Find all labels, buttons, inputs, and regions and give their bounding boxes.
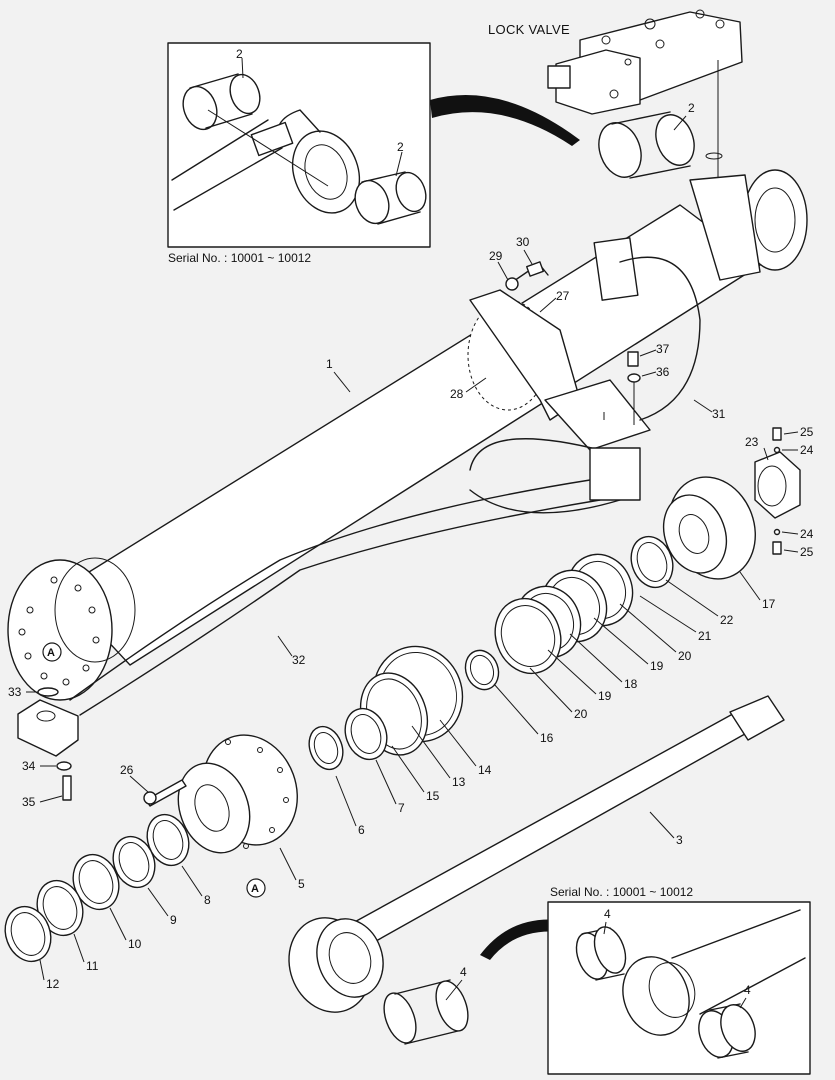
callout-4a: 4 bbox=[460, 965, 467, 979]
callout-21: 21 bbox=[698, 629, 712, 643]
callout-2b: 2 bbox=[397, 140, 404, 154]
lock-valve-title: LOCK VALVE bbox=[488, 22, 570, 37]
callout-8: 8 bbox=[204, 893, 211, 907]
callout-31: 31 bbox=[712, 407, 726, 421]
callout-37: 37 bbox=[656, 342, 670, 356]
callout-22: 22 bbox=[720, 613, 734, 627]
callout-24a: 24 bbox=[800, 443, 814, 457]
cylinder-tube: 2 A 1 bbox=[7, 101, 808, 701]
callout-13: 13 bbox=[452, 775, 466, 789]
callout-28: 28 bbox=[450, 387, 464, 401]
callout-17: 17 bbox=[762, 597, 776, 611]
marker-a-upper: A bbox=[47, 647, 55, 659]
inset-bottom: Serial No. : 10001 ~ 10012 4 4 bbox=[547, 885, 811, 1075]
callout-16: 16 bbox=[540, 731, 554, 745]
callout-26: 26 bbox=[120, 763, 134, 777]
callout-20b: 20 bbox=[574, 707, 588, 721]
callout-3: 3 bbox=[676, 833, 683, 847]
callout-27: 27 bbox=[556, 289, 570, 303]
callout-32: 32 bbox=[292, 653, 306, 667]
callout-14: 14 bbox=[478, 763, 492, 777]
callout-29: 29 bbox=[489, 249, 503, 263]
callout-5: 5 bbox=[298, 877, 305, 891]
callout-6: 6 bbox=[358, 823, 365, 837]
gland-and-seals: A 14 13 15 7 6 5 26 8 9 10 11 12 bbox=[4, 645, 492, 991]
callout-15: 15 bbox=[426, 789, 440, 803]
callout-36: 36 bbox=[656, 365, 670, 379]
callout-25b: 25 bbox=[800, 545, 814, 559]
inset-top: 2 2 Serial No. : 10001 ~ 10012 bbox=[167, 42, 431, 265]
callout-24b: 24 bbox=[800, 527, 814, 541]
callout-2a: 2 bbox=[236, 47, 243, 61]
piston-and-seals: 17 22 21 20 19 18 19 20 16 bbox=[464, 476, 776, 745]
callout-25a: 25 bbox=[800, 425, 814, 439]
callout-18: 18 bbox=[624, 677, 638, 691]
callout-19a: 19 bbox=[650, 659, 664, 673]
callout-10: 10 bbox=[128, 937, 142, 951]
callout-34: 34 bbox=[22, 759, 36, 773]
pipe-clamp-assembly: 29 30 27 28 37 36 31 32 bbox=[69, 235, 726, 716]
callout-20a: 20 bbox=[678, 649, 692, 663]
callout-33: 33 bbox=[8, 685, 22, 699]
lock-valve: LOCK VALVE bbox=[488, 9, 743, 185]
callout-7: 7 bbox=[398, 801, 405, 815]
detail-arrow-bottom bbox=[480, 919, 560, 960]
callout-11: 11 bbox=[86, 959, 99, 973]
callout-12: 12 bbox=[46, 977, 60, 991]
marker-a-lower: A bbox=[251, 883, 259, 895]
flange-block: 33 34 35 bbox=[8, 685, 79, 809]
callout-19b: 19 bbox=[598, 689, 612, 703]
inset-top-serial-label: Serial No. : 10001 ~ 10012 bbox=[168, 251, 311, 265]
piston-nut: 23 25 24 24 25 bbox=[745, 425, 814, 559]
callout-4b: 4 bbox=[604, 907, 611, 921]
callout-2c: 2 bbox=[688, 101, 695, 115]
callout-1: 1 bbox=[326, 357, 333, 371]
inset-bottom-serial-label: Serial No. : 10001 ~ 10012 bbox=[550, 885, 693, 899]
callout-30: 30 bbox=[516, 235, 530, 249]
piston-rod: 3 4 bbox=[288, 695, 785, 1045]
callout-9: 9 bbox=[170, 913, 177, 927]
callout-35: 35 bbox=[22, 795, 36, 809]
callout-4c: 4 bbox=[744, 983, 751, 997]
detail-arrow-top bbox=[430, 95, 580, 146]
callout-23: 23 bbox=[745, 435, 759, 449]
